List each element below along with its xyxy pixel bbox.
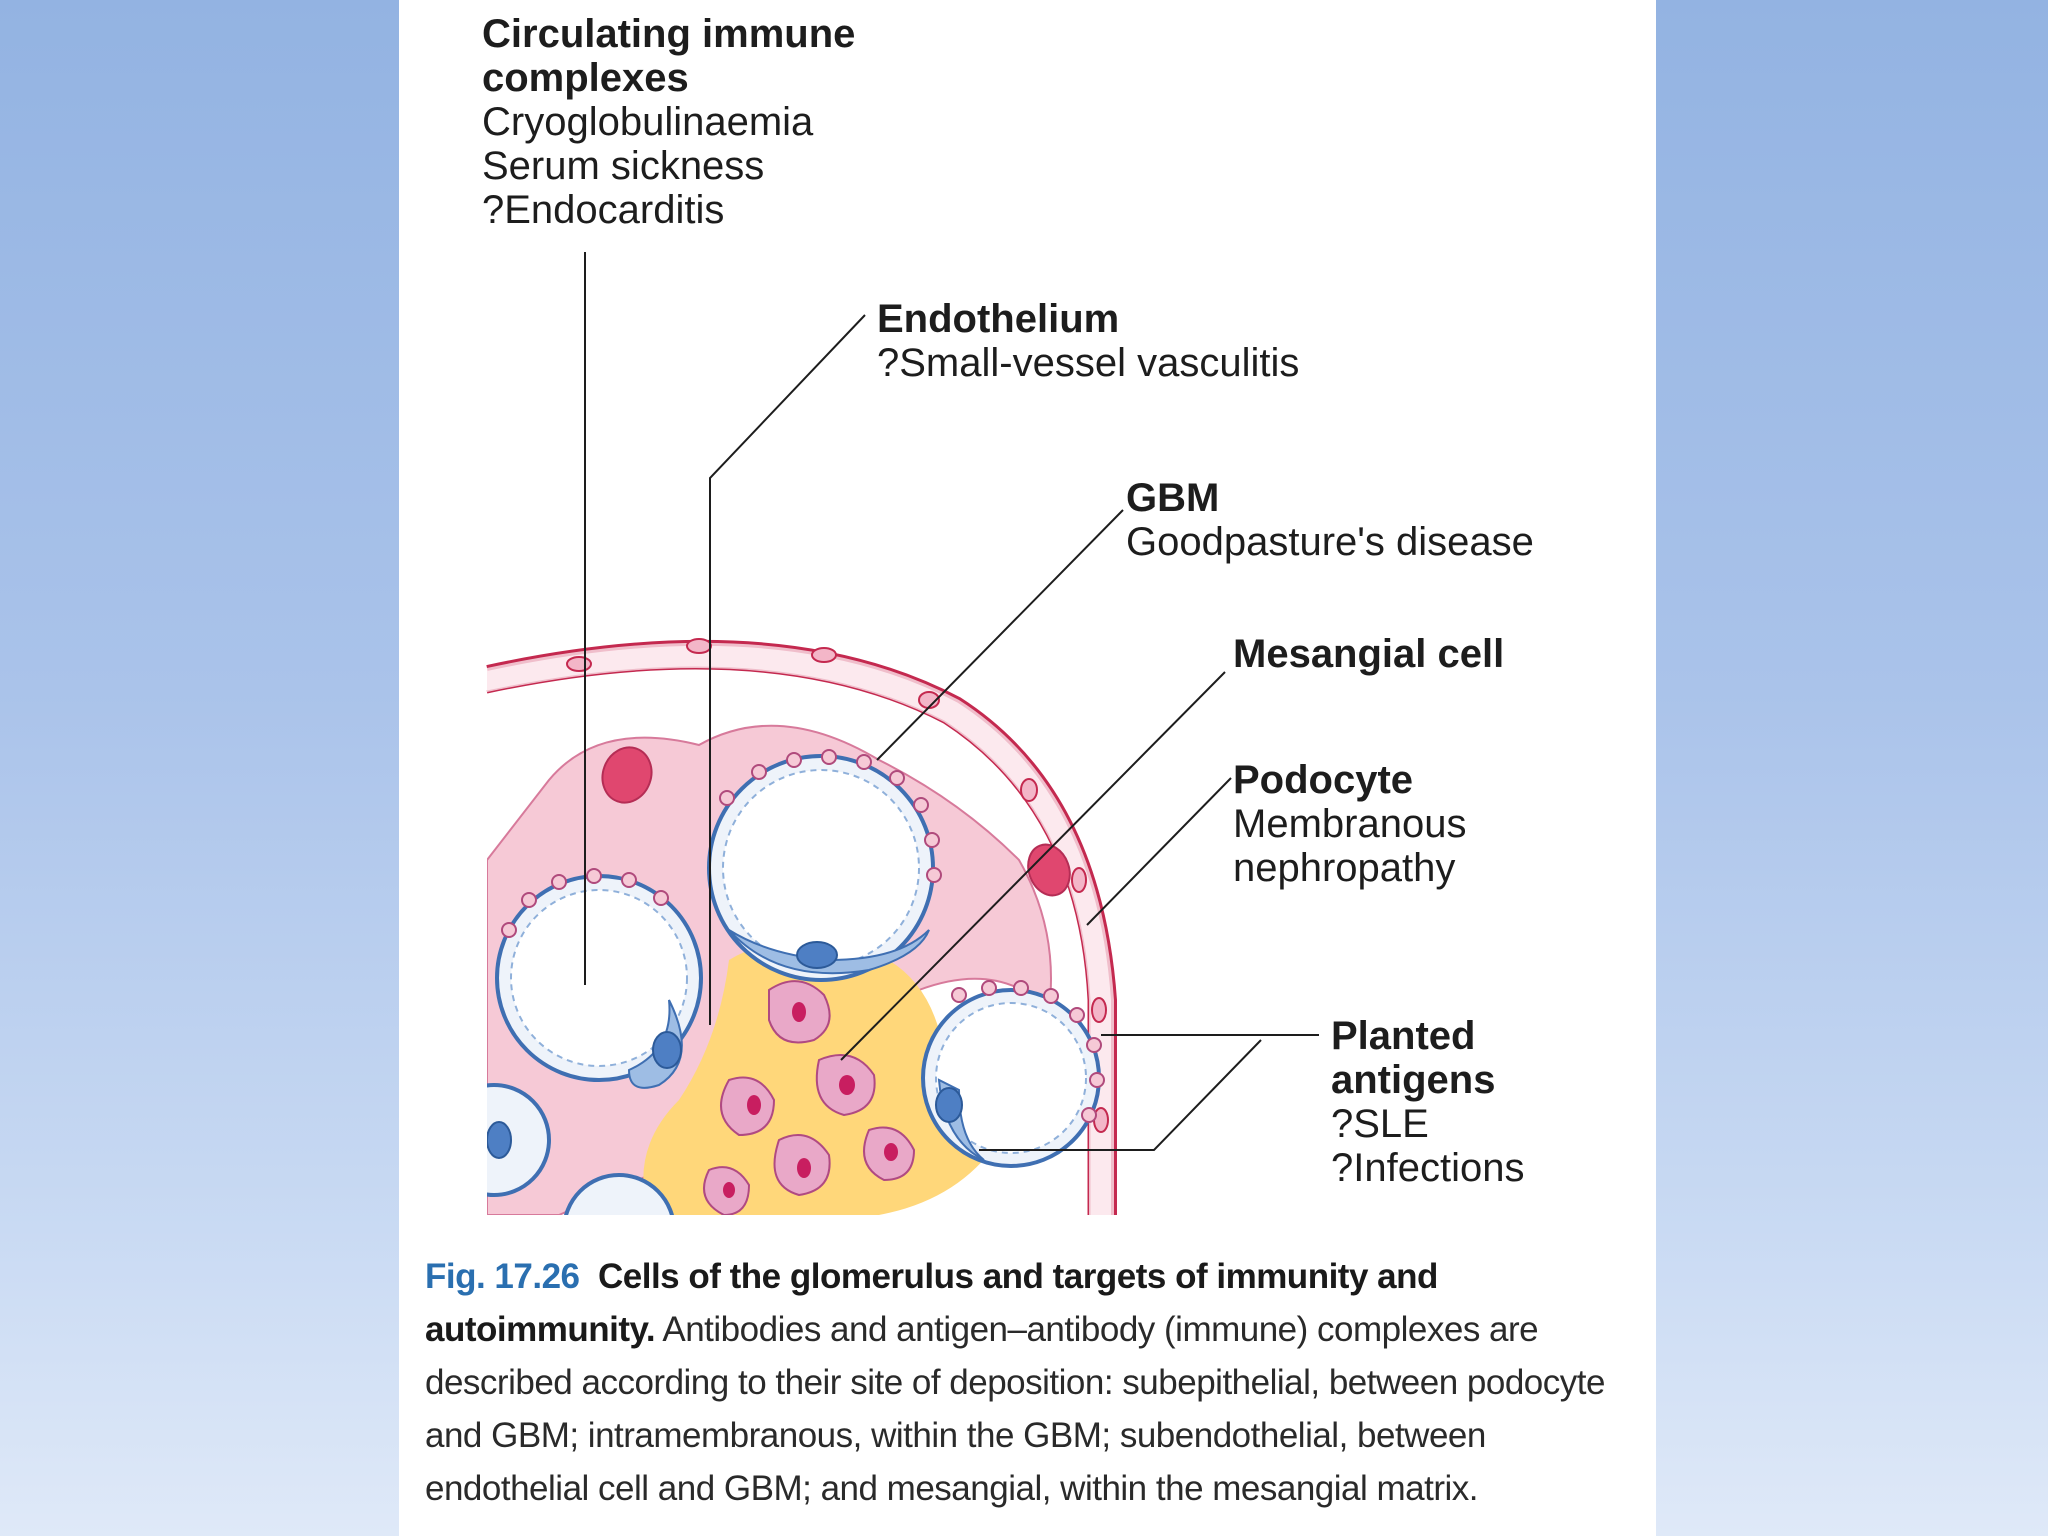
slide-panel: Circulating immune complexes Cryoglobuli… [399, 0, 1656, 1536]
bowmans-capsule [486, 638, 1117, 1215]
glomerulus-diagram [486, 252, 1319, 1215]
figure-number: Fig. 17.26 [425, 1257, 580, 1296]
capillary-loop-left [495, 868, 703, 1089]
podocyte-nuclei [601, 746, 1071, 897]
label-circulating-immune-complexes: Circulating immune complexes Cryoglobuli… [482, 12, 855, 232]
label-title: GBM [1126, 476, 1220, 520]
label-item: nephropathy [1233, 846, 1456, 890]
capillary-loop-partial [487, 1083, 676, 1215]
label-planted-antigens: Planted antigens ?SLE ?Infections [1331, 1014, 1524, 1190]
capillary-loop-top [707, 749, 942, 982]
label-title: complexes [482, 56, 689, 100]
mesangial-nuclei [723, 1002, 898, 1198]
label-item: Membranous [1233, 802, 1467, 846]
label-item: Cryoglobulinaemia [482, 100, 814, 144]
label-mesangial-cell: Mesangial cell [1233, 632, 1504, 676]
label-item: ?Endocarditis [482, 188, 725, 232]
label-title: Podocyte [1233, 758, 1414, 802]
label-endothelium: Endothelium ?Small-vessel vasculitis [877, 297, 1299, 385]
label-item: ?SLE [1331, 1102, 1429, 1146]
figure-body: Antibodies and antigen–antibody (immune)… [425, 1310, 1605, 1508]
label-title: antigens [1331, 1058, 1496, 1102]
label-title: Mesangial cell [1233, 632, 1505, 676]
label-item: Serum sickness [482, 144, 765, 188]
label-title: Circulating immune [482, 12, 856, 56]
capillary-loops [487, 749, 1105, 1215]
label-item: Goodpasture's disease [1126, 520, 1534, 564]
leader-lines [584, 252, 1319, 1151]
label-item: ?Infections [1331, 1146, 1525, 1190]
label-gbm: GBM Goodpasture's disease [1126, 476, 1534, 564]
capillary-loop-right [921, 980, 1105, 1168]
label-title: Planted [1331, 1014, 1476, 1058]
label-title: Endothelium [877, 297, 1120, 341]
label-item: ?Small-vessel vasculitis [877, 341, 1300, 385]
figure-title: Cells of the glomerulus and targets of i… [425, 1257, 1438, 1349]
figure-caption: Fig. 17.26 Cells of the glomerulus and t… [425, 1250, 1655, 1515]
label-podocyte: Podocyte Membranous nephropathy [1233, 758, 1466, 890]
